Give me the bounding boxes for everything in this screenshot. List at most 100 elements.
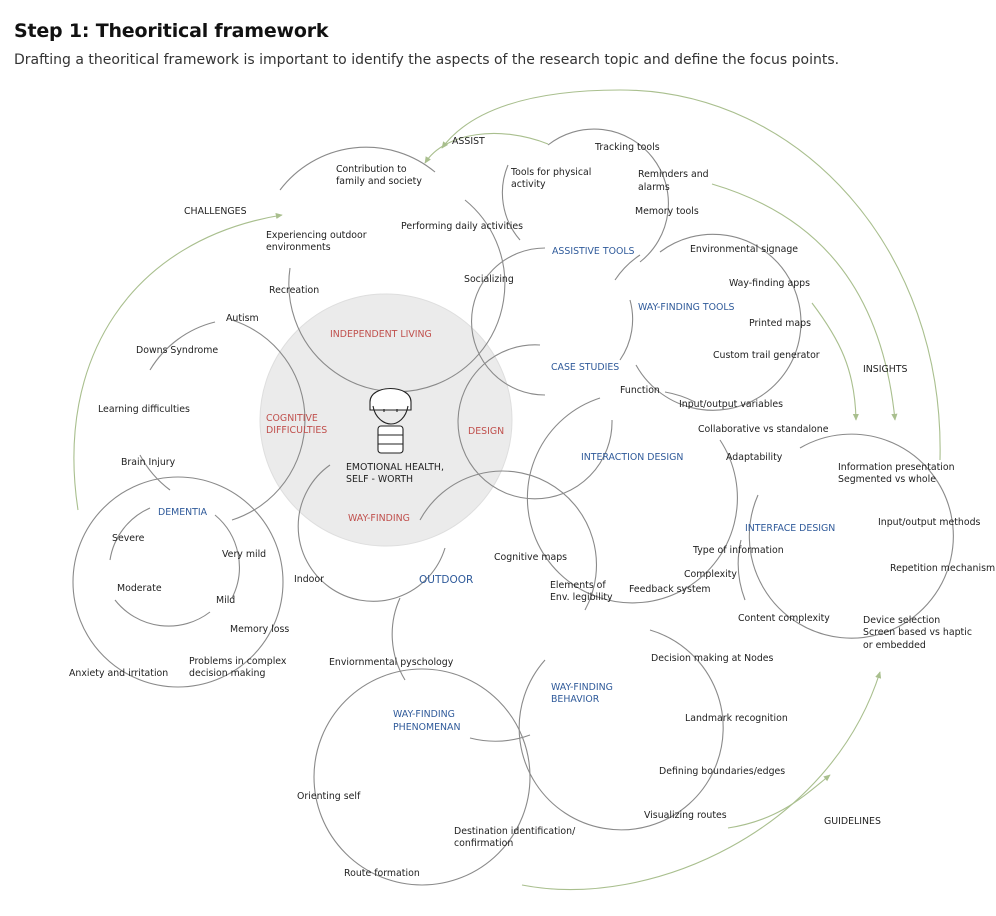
way-finding-tool-item: Custom trail generator (713, 350, 820, 361)
center-disc (259, 293, 513, 547)
way-finding-tool-item: Environmental signage (690, 244, 798, 255)
assist-label: ASSIST (452, 136, 485, 147)
way-finding-phenomenan-circle (313, 668, 531, 886)
guidelines-arrow (521, 671, 882, 891)
way-finding-phenomenan-item: Destination identification/ (454, 826, 576, 837)
way-finding-phenomenan-title: WAY-FINDING (393, 709, 455, 720)
interaction-design-circle (526, 391, 738, 604)
interaction-design-item: Collaborative vs standalone (698, 424, 829, 435)
person-icon (369, 388, 412, 454)
page-title: Step 1: Theoritical framework (14, 20, 329, 42)
top-arc-arrow (441, 89, 941, 461)
way-finding-tools-title: WAY-FINDING TOOLS (638, 302, 735, 313)
challenges-arrow (73, 212, 283, 511)
assistive-tool-item: Tools for physical (510, 167, 591, 178)
way-finding-behavior-circle (469, 629, 724, 831)
dementia-stage: Severe (112, 533, 145, 544)
way-finding-phenomenan-title: PHENOMENAN (393, 722, 460, 733)
way-finding-phenomenan-item: confirmation (454, 838, 513, 849)
outdoor-label: OUTDOOR (419, 574, 473, 586)
dementia-symptom: Memory loss (230, 624, 289, 635)
interface-design-item: Screen based vs haptic (863, 627, 972, 638)
assistive-tools-circle (501, 128, 669, 263)
assistive-tool-item: Memory tools (635, 206, 699, 217)
center-label-2: SELF - WORTH (346, 474, 413, 485)
cognitive-difficulties-title: DIFFICULTIES (266, 425, 327, 436)
insights-arrow-a (811, 302, 859, 421)
way-finding-phenomenan-item: Orienting self (297, 791, 361, 802)
dementia-stage: Very mild (222, 549, 266, 560)
dementia-symptom: Anxiety and irritation (69, 668, 168, 679)
interaction-design-item: Type of information (692, 545, 784, 556)
outdoor-circle (391, 470, 598, 681)
indoor-label: Indoor (294, 574, 324, 585)
way-finding-behavior-item: Env. legibility (550, 592, 613, 603)
way-finding-behavior-item: Elements of (550, 580, 606, 591)
independent-living-item: Socializing (464, 274, 514, 285)
interface-design-item: or embedded (863, 640, 926, 651)
independent-living-title: INDEPENDENT LIVING (330, 329, 432, 340)
way-finding-behavior-item: Defining boundaries/edges (659, 766, 785, 777)
cognitive-difficulties-circle (139, 319, 306, 521)
dementia-outer-circle (72, 476, 284, 688)
dementia-title: DEMENTIA (158, 507, 208, 518)
assist-arrow (424, 133, 549, 164)
guidelines-label: GUIDELINES (824, 816, 881, 827)
independent-living-item: family and society (336, 176, 422, 187)
design-title: DESIGN (468, 426, 504, 437)
way-finding-tools-circle (614, 233, 802, 411)
interaction-design-title: INTERACTION DESIGN (581, 452, 683, 463)
way-finding-tool-item: Printed maps (749, 318, 811, 329)
interface-design-item: Input/output methods (878, 517, 981, 528)
interface-design-title: INTERFACE DESIGN (745, 523, 835, 534)
way-finding-behavior-item: Decision making at Nodes (651, 653, 774, 664)
interaction-design-item: Function (620, 385, 660, 396)
independent-living-item: environments (266, 242, 331, 253)
independent-living-item: Performing daily activities (401, 221, 523, 232)
cognitive-difficulty-item: Brain Injury (121, 457, 176, 468)
interface-design-circle (737, 433, 954, 639)
independent-living-item: Contribution to (336, 164, 407, 175)
way-finding-phenomenan-item: Enviornmental pyschology (329, 657, 454, 668)
cognitive-difficulties-title: COGNITIVE (266, 413, 318, 424)
way-finding-behavior-item: Cognitive maps (494, 552, 567, 563)
interface-design-item: Information presentation (838, 462, 955, 473)
dementia-symptom: decision making (189, 668, 265, 679)
cognitive-difficulty-item: Autism (226, 313, 259, 324)
way-finding-behavior-item: Landmark recognition (685, 713, 788, 724)
interface-design-item: Segmented vs whole (838, 474, 936, 485)
way-finding-title: WAY-FINDING (348, 513, 410, 524)
interface-design-item: Content complexity (738, 613, 830, 624)
independent-living-item: Experiencing outdoor (266, 230, 367, 241)
interface-design-item: Device selection (863, 615, 940, 626)
case-studies-title: CASE STUDIES (551, 362, 619, 373)
cognitive-difficulty-item: Downs Syndrome (136, 345, 218, 356)
interaction-design-item: Complexity (684, 569, 737, 580)
interaction-design-item: Feedback system (629, 584, 711, 595)
insights-label: INSIGHTS (863, 364, 908, 375)
way-finding-phenomenan-item: Route formation (344, 868, 420, 879)
interaction-design-item: Input/output variables (679, 399, 783, 410)
independent-living-circle (279, 146, 506, 393)
dementia-stage: Moderate (117, 583, 162, 594)
dementia-symptom: Problems in complex (189, 656, 287, 667)
way-finding-circle (297, 464, 446, 602)
independent-living-item: Recreation (269, 285, 319, 296)
insights-arrow-b (711, 183, 898, 421)
assistive-tools-title: ASSISTIVE TOOLS (552, 246, 635, 257)
assistive-tool-item: activity (511, 179, 546, 190)
way-finding-behavior-title: WAY-FINDING (551, 682, 613, 693)
assistive-tool-item: Tracking tools (594, 142, 660, 153)
cognitive-difficulty-item: Learning difficulties (98, 404, 190, 415)
dementia-inner-circle (109, 507, 240, 627)
way-finding-behavior-title: BEHAVIOR (551, 694, 600, 705)
way-finding-tool-item: Way-finding apps (729, 278, 810, 289)
case-studies-circle (471, 247, 634, 396)
center-label-1: EMOTIONAL HEALTH, (346, 462, 444, 473)
assistive-tool-item: Reminders and (638, 169, 709, 180)
page-subtitle: Drafting a theoritical framework is impo… (14, 52, 840, 68)
interaction-design-item: Adaptability (726, 452, 783, 463)
way-finding-behavior-item: Visualizing routes (644, 810, 727, 821)
challenges-label: CHALLENGES (184, 206, 247, 217)
